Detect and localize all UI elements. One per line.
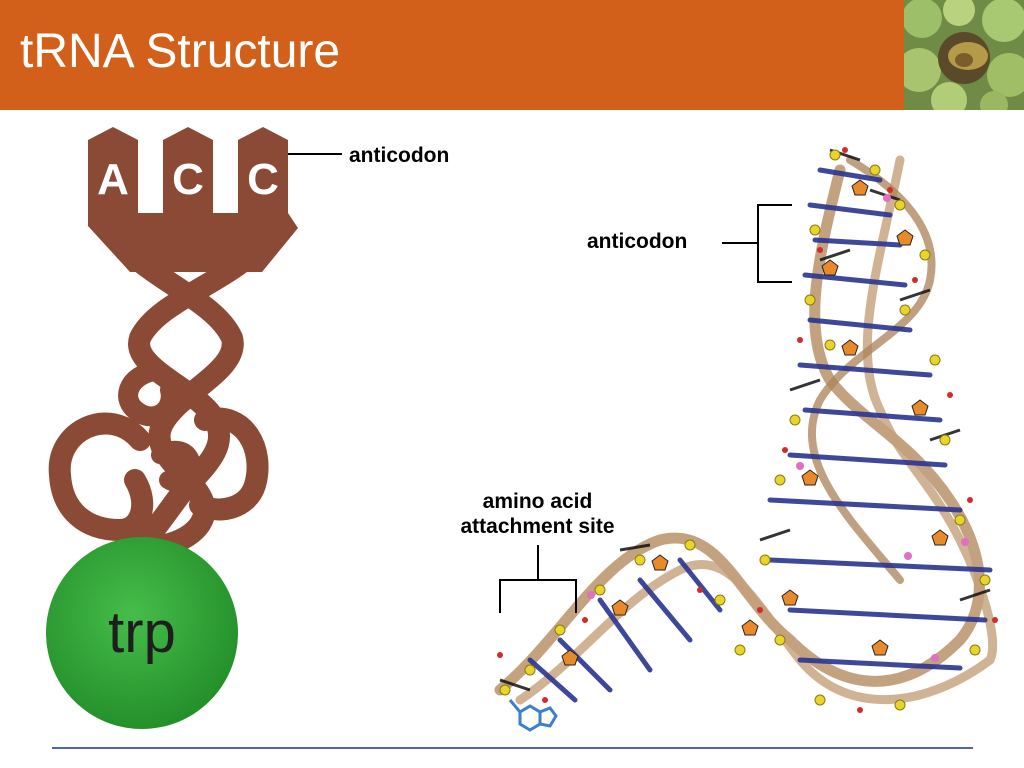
footer-divider <box>52 747 973 749</box>
model-anticodon-label: anticodon <box>587 230 688 253</box>
anticodon-block <box>88 127 298 272</box>
trna-left-loop <box>48 412 154 542</box>
trna-right-loop <box>189 407 269 521</box>
amino-acid-label: trp <box>108 600 176 665</box>
header-bar: tRNA Structure <box>0 0 1024 110</box>
attachment-site-label: amino acid attachment site <box>430 489 645 539</box>
slide-title: tRNA Structure <box>20 25 341 78</box>
base-letter: A <box>97 155 129 204</box>
attachment-label-line1: amino acid <box>482 490 593 513</box>
trna-molecular-model <box>494 147 998 732</box>
amino-acid-sphere <box>46 537 238 729</box>
anticodon-bracket <box>757 204 792 283</box>
cactus-photo <box>904 0 1024 110</box>
attachment-site-bracket <box>499 579 577 613</box>
base-letter: C <box>247 155 279 204</box>
trna-middle-loop <box>118 362 181 427</box>
attachment-label-line2: attachment site <box>460 515 615 538</box>
base-letter: C <box>172 155 204 204</box>
cartoon-anticodon-label: anticodon <box>349 144 450 167</box>
trna-cartoon: A C C trp <box>46 127 342 729</box>
